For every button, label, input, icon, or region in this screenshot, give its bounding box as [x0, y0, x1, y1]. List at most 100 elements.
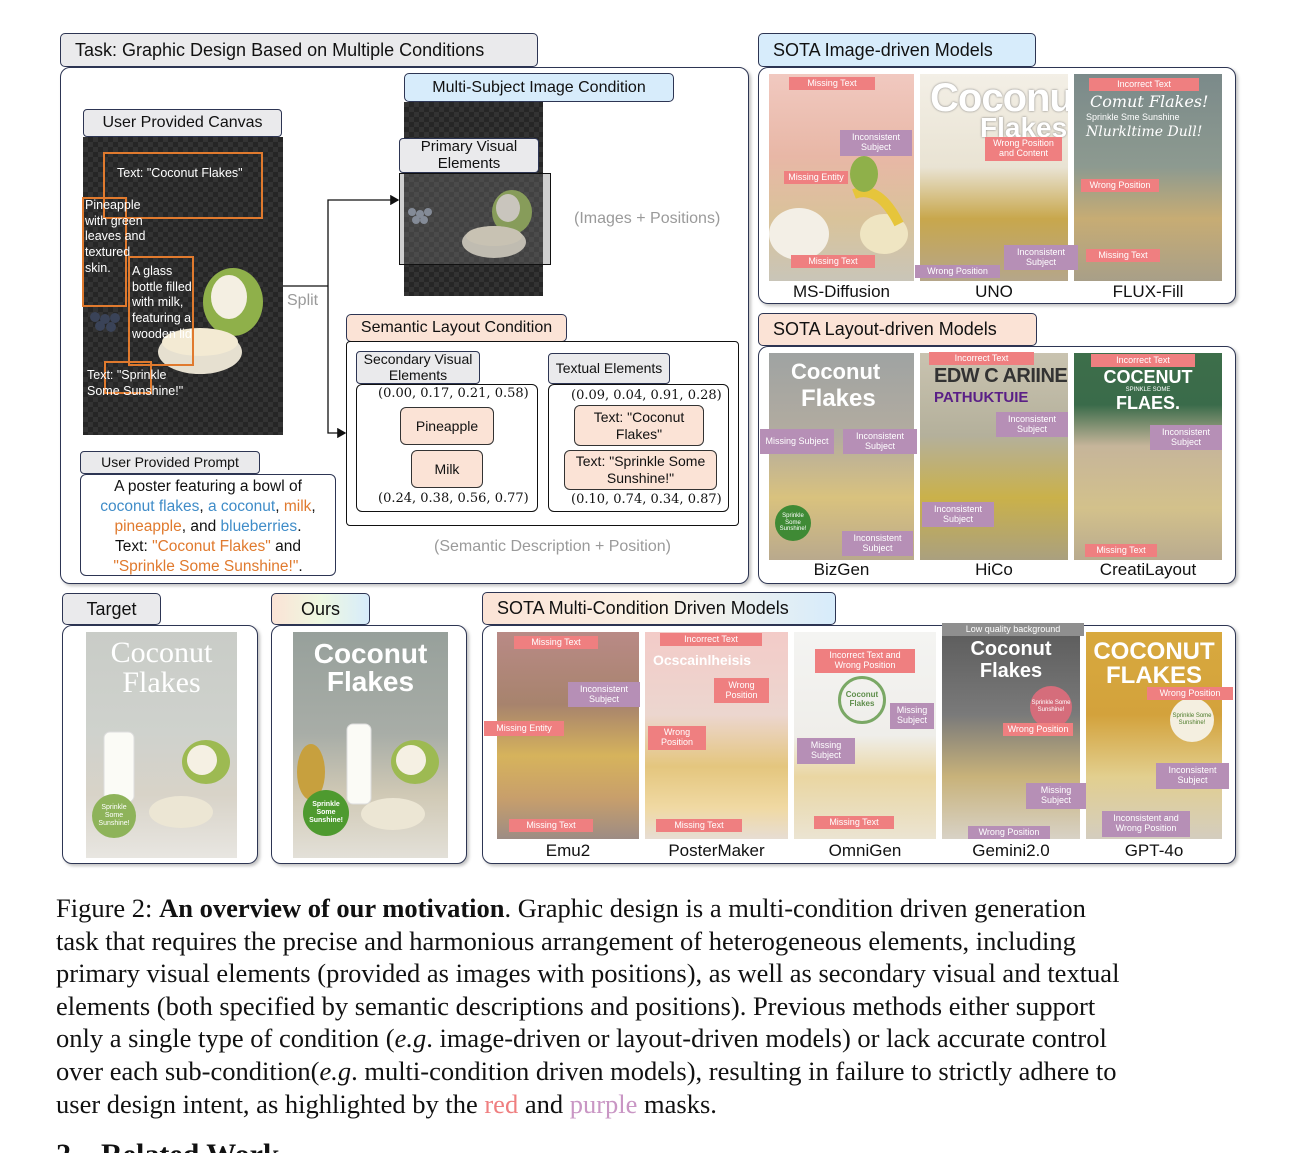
canvas-text-sprinkle: Text: "Sprinkle Some Sunshine!": [87, 368, 184, 398]
hico-image: EDW C ARIINE PATHUKTUIE: [920, 353, 1068, 560]
prompt-line3: pineapple, and blueberries.: [81, 517, 335, 537]
caption-line6-eg: e.g: [319, 1055, 352, 1086]
creati-inconsistent-tag: Inconsistent Subject: [1150, 425, 1222, 450]
creati-incorrect-text-tag: Incorrect Text: [1091, 354, 1195, 367]
canvas-box-sprinkle: [104, 361, 152, 394]
ms-missing-text-top-tag: Missing Text: [789, 77, 875, 90]
ours-art: [297, 723, 439, 830]
multi-condition-tab: SOTA Multi-Condition Driven Models: [482, 592, 836, 625]
flux-title3: Nlurkltime Dull!: [1086, 124, 1203, 140]
bizgen-badge: Sprinkle Some Sunshine!: [775, 505, 811, 541]
biz-inconsistent1-tag: Inconsistent Subject: [843, 429, 917, 454]
textual-coord-top: (0.09, 0.04, 0.91, 0.28): [571, 388, 722, 403]
multi-subject-image: [404, 102, 543, 296]
hico-title1: EDW C ARIINE: [934, 365, 1068, 387]
gem-wrong-position1-tag: Wrong Position: [1003, 723, 1073, 736]
uno-wrong-pos-content-tag: Wrong Position and Content: [985, 137, 1062, 161]
hico-incorrect-text-tag: Incorrect Text: [929, 352, 1034, 365]
gem-badge: Sprinkle Some Sunshine!: [1030, 686, 1072, 728]
target-badge: Sprinkle Some Sunshine!: [92, 794, 136, 838]
gem-title1: Coconut: [970, 638, 1052, 660]
prompt-line5: "Sprinkle Some Sunshine!".: [81, 557, 335, 577]
ours-image: Coconut Flakes Sprinkle Some Sunshine!: [293, 632, 448, 858]
caption-purple-word: purple: [569, 1088, 638, 1119]
milk-chip: Milk: [411, 450, 483, 488]
prompt-and: , and: [181, 518, 221, 535]
prompt-pineapple: pineapple: [114, 518, 182, 535]
prompt-tab: User Provided Prompt: [80, 451, 260, 474]
prompt-comma2: ,: [275, 498, 284, 515]
canvas-box-pineapple: [82, 197, 127, 307]
bizgen-title2: Flakes: [801, 385, 876, 412]
caption-line7-b: masks.: [637, 1088, 717, 1119]
prompt-comma3: ,: [311, 498, 316, 515]
creati-title2: SPINKLE SOME: [1125, 387, 1171, 393]
label-flux-fill: FLUX-Fill: [1112, 282, 1184, 301]
uno-inconsistent-tag: Inconsistent Subject: [1004, 245, 1078, 270]
gem-low-quality-tag: Low quality background: [942, 623, 1084, 636]
caption-line1: Figure 2: An overview of our motivation.…: [56, 892, 1246, 925]
split-label: Split: [287, 292, 319, 309]
canvas-text-milk: A glass bottle filled with milk, featuri…: [132, 264, 192, 341]
gpt-wrong-position-tag: Wrong Position: [1147, 687, 1233, 700]
gpt-title2: FLAKES: [1106, 662, 1202, 689]
caption-line6-a: over each sub-condition(: [56, 1055, 320, 1086]
prompt-sprinkle-text: "Sprinkle Some Sunshine!": [113, 558, 299, 575]
label-uno: UNO: [975, 282, 1013, 301]
hico-inconsistent2-tag: Inconsistent Subject: [922, 502, 994, 527]
emu-missing-entity-tag: Missing Entity: [484, 721, 564, 736]
prompt-box: A poster featuring a bowl of coconut fla…: [80, 474, 336, 576]
prompt-milk: milk: [283, 498, 312, 515]
secondary-tab: Secondary Visual Elements: [356, 351, 480, 384]
label-postermaker: PosterMaker: [668, 841, 765, 860]
image-driven-tab: SOTA Image-driven Models: [758, 33, 1036, 67]
ours-tab: Ours: [271, 593, 370, 625]
text-coconut-chip: Text: "Coconut Flakes": [574, 405, 704, 446]
bizgen-title1: Coconut: [791, 359, 881, 384]
flux-title2: Sprinkle Sme Sunshine: [1086, 112, 1180, 122]
label-bizgen: BizGen: [813, 560, 870, 579]
caption-line7: user design intent, as highlighted by th…: [56, 1088, 1246, 1121]
biz-missing-subject-tag: Missing Subject: [760, 429, 834, 454]
flux-missing-text-tag: Missing Text: [1086, 249, 1160, 262]
prompt-text-label: Text:: [115, 538, 153, 555]
label-gemini: Gemini2.0: [972, 841, 1050, 860]
caption-line7-and: and: [518, 1088, 570, 1119]
flux-fill-image: Comut Flakes! Sprinkle Sme Sunshine Nlur…: [1074, 74, 1222, 281]
caption-line3: primary visual elements (provided as ima…: [56, 958, 1120, 989]
textual-coord-bottom: (0.10, 0.74, 0.34, 0.87): [571, 492, 722, 507]
secondary-coord-bottom: (0.24, 0.38, 0.56, 0.77): [378, 491, 529, 506]
text-sprinkle-chip: Text: "Sprinkle Some Sunshine!": [564, 450, 717, 490]
ours-badge: Sprinkle Some Sunshine!: [303, 790, 349, 836]
ms-missing-text-bottom-tag: Missing Text: [791, 255, 875, 268]
pm-incorrect-text-tag: Incorrect Text: [660, 633, 762, 646]
ms-diffusion-art: [769, 156, 908, 260]
gem-title2: Flakes: [979, 660, 1043, 682]
primary-tab: Primary Visual Elements: [399, 138, 539, 173]
omni-missing-subject1-tag: Missing Subject: [890, 703, 934, 729]
caption-line4: elements (both specified by semantic des…: [56, 990, 1096, 1021]
emu-missing-text-top-tag: Missing Text: [514, 636, 598, 649]
caption-figure-label: Figure 2:: [56, 893, 160, 923]
canvas-box-coconut: [103, 152, 263, 219]
multi-subject-tab: Multi-Subject Image Condition: [404, 73, 674, 102]
prompt-period: .: [297, 518, 302, 535]
pineapple-chip: Pineapple: [400, 407, 494, 445]
hico-title2: PATHUKTUIE: [934, 389, 1029, 406]
canvas-tab: User Provided Canvas: [83, 109, 282, 137]
canvas-art: [83, 137, 283, 435]
caption-line5-eg: e.g: [394, 1023, 427, 1054]
omni-missing-text-tag: Missing Text: [814, 816, 894, 829]
prompt-line1: A poster featuring a bowl of: [114, 478, 302, 495]
caption-line5: only a single type of condition (e.g. im…: [56, 1022, 1246, 1055]
label-omnigen: OmniGen: [828, 841, 902, 860]
semantic-desc-label: (Semantic Description + Position): [434, 538, 671, 555]
label-gpt4o: GPT-4o: [1124, 841, 1184, 860]
prompt-end: .: [298, 558, 303, 575]
creati-title3: FLAES.: [1115, 393, 1180, 413]
caption-red-word: red: [484, 1088, 519, 1119]
caption-line7-a: user design intent, as highlighted by th…: [56, 1088, 485, 1119]
emu-inconsistent-tag: Inconsistent Subject: [568, 682, 640, 707]
uno-title1: Coconut: [930, 76, 1068, 120]
textual-box: [548, 384, 729, 512]
